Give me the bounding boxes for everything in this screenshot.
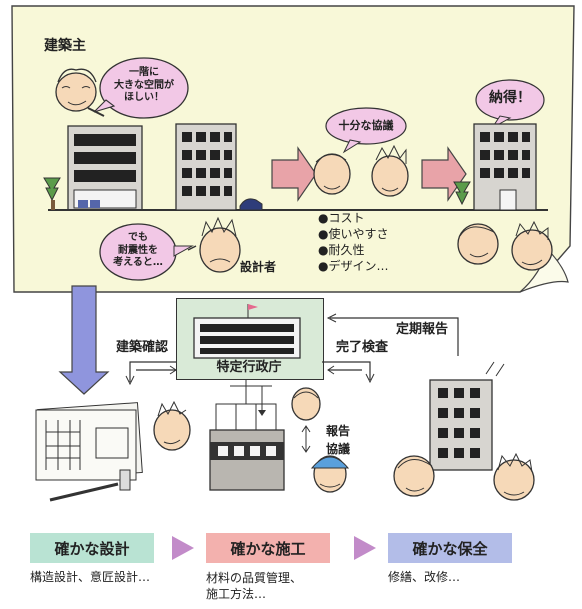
step-maintenance-desc: 修繕、改修… [388, 570, 461, 584]
step-construction-desc: 材料の品質管理、 施工方法… [206, 571, 303, 601]
designer-bubble-text: でも 耐震性を 考えると… [113, 232, 163, 268]
agree-text: 納得！ [489, 90, 531, 106]
consult-label: 協議 [326, 442, 351, 456]
owner-bubble-text: 一階に 大きな空間が ほしい！ [114, 67, 174, 103]
step-design-box: 確かな設計 [30, 533, 154, 563]
step-maintenance-label: 確かな保全 [412, 539, 488, 558]
step-construction-label: 確かな施工 [230, 539, 306, 558]
criteria-list: ●コスト ●使いやすさ ●耐久性 ●デザイン… [318, 210, 388, 274]
discussion-text: 十分な協議 [338, 119, 394, 132]
permit-label: 建築確認 [116, 340, 169, 355]
criteria-item: ●耐久性 [318, 243, 365, 257]
criteria-item: ●使いやすさ [318, 227, 389, 241]
step-construction-box: 確かな施工 [206, 533, 330, 563]
report-label: 報告 [326, 424, 351, 438]
step-maintenance-box: 確かな保全 [388, 533, 512, 563]
step-design-desc: 構造設計、意匠設計… [30, 570, 151, 584]
inspection-label: 完了検査 [336, 340, 389, 355]
criteria-item: ●コスト [318, 211, 365, 225]
authority-label: 特定行政庁 [216, 360, 282, 375]
designer-label: 設計者 [240, 260, 277, 274]
step-design-label: 確かな設計 [54, 539, 130, 558]
periodic-report-label: 定期報告 [396, 322, 449, 337]
owner-label: 建築主 [44, 38, 86, 54]
criteria-item: ●デザイン… [318, 259, 389, 273]
